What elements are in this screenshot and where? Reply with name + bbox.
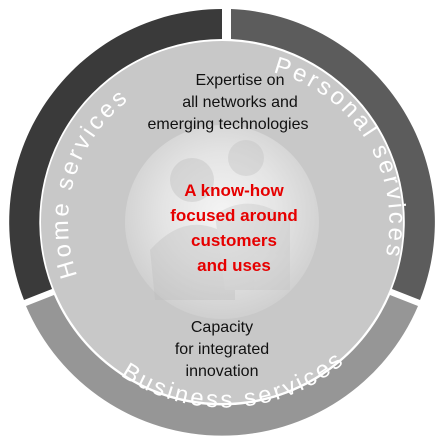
personal-services-segment	[231, 9, 435, 300]
people-photo-icon	[150, 140, 290, 300]
core-line-1: A know-how	[184, 181, 284, 200]
home-services-segment	[9, 9, 223, 300]
business-services-segment	[26, 295, 418, 436]
core-line-4: and uses	[197, 256, 271, 275]
core-text: A know-how focused around customers and …	[170, 181, 298, 275]
core-line-3: customers	[191, 231, 277, 250]
expertise-line-2: all networks and	[182, 94, 298, 111]
capacity-text: Capacity for integrated innovation	[175, 319, 269, 380]
expertise-text: Expertise on all networks and emerging t…	[148, 72, 309, 133]
core-line-2: focused around	[170, 206, 298, 225]
core-circle	[125, 125, 319, 319]
capacity-line-1: Capacity	[191, 319, 253, 336]
capacity-line-2: for integrated	[175, 341, 269, 358]
expertise-line-3: emerging technologies	[148, 116, 309, 133]
capacity-line-3: innovation	[186, 363, 259, 380]
expertise-line-1: Expertise on	[196, 72, 285, 89]
